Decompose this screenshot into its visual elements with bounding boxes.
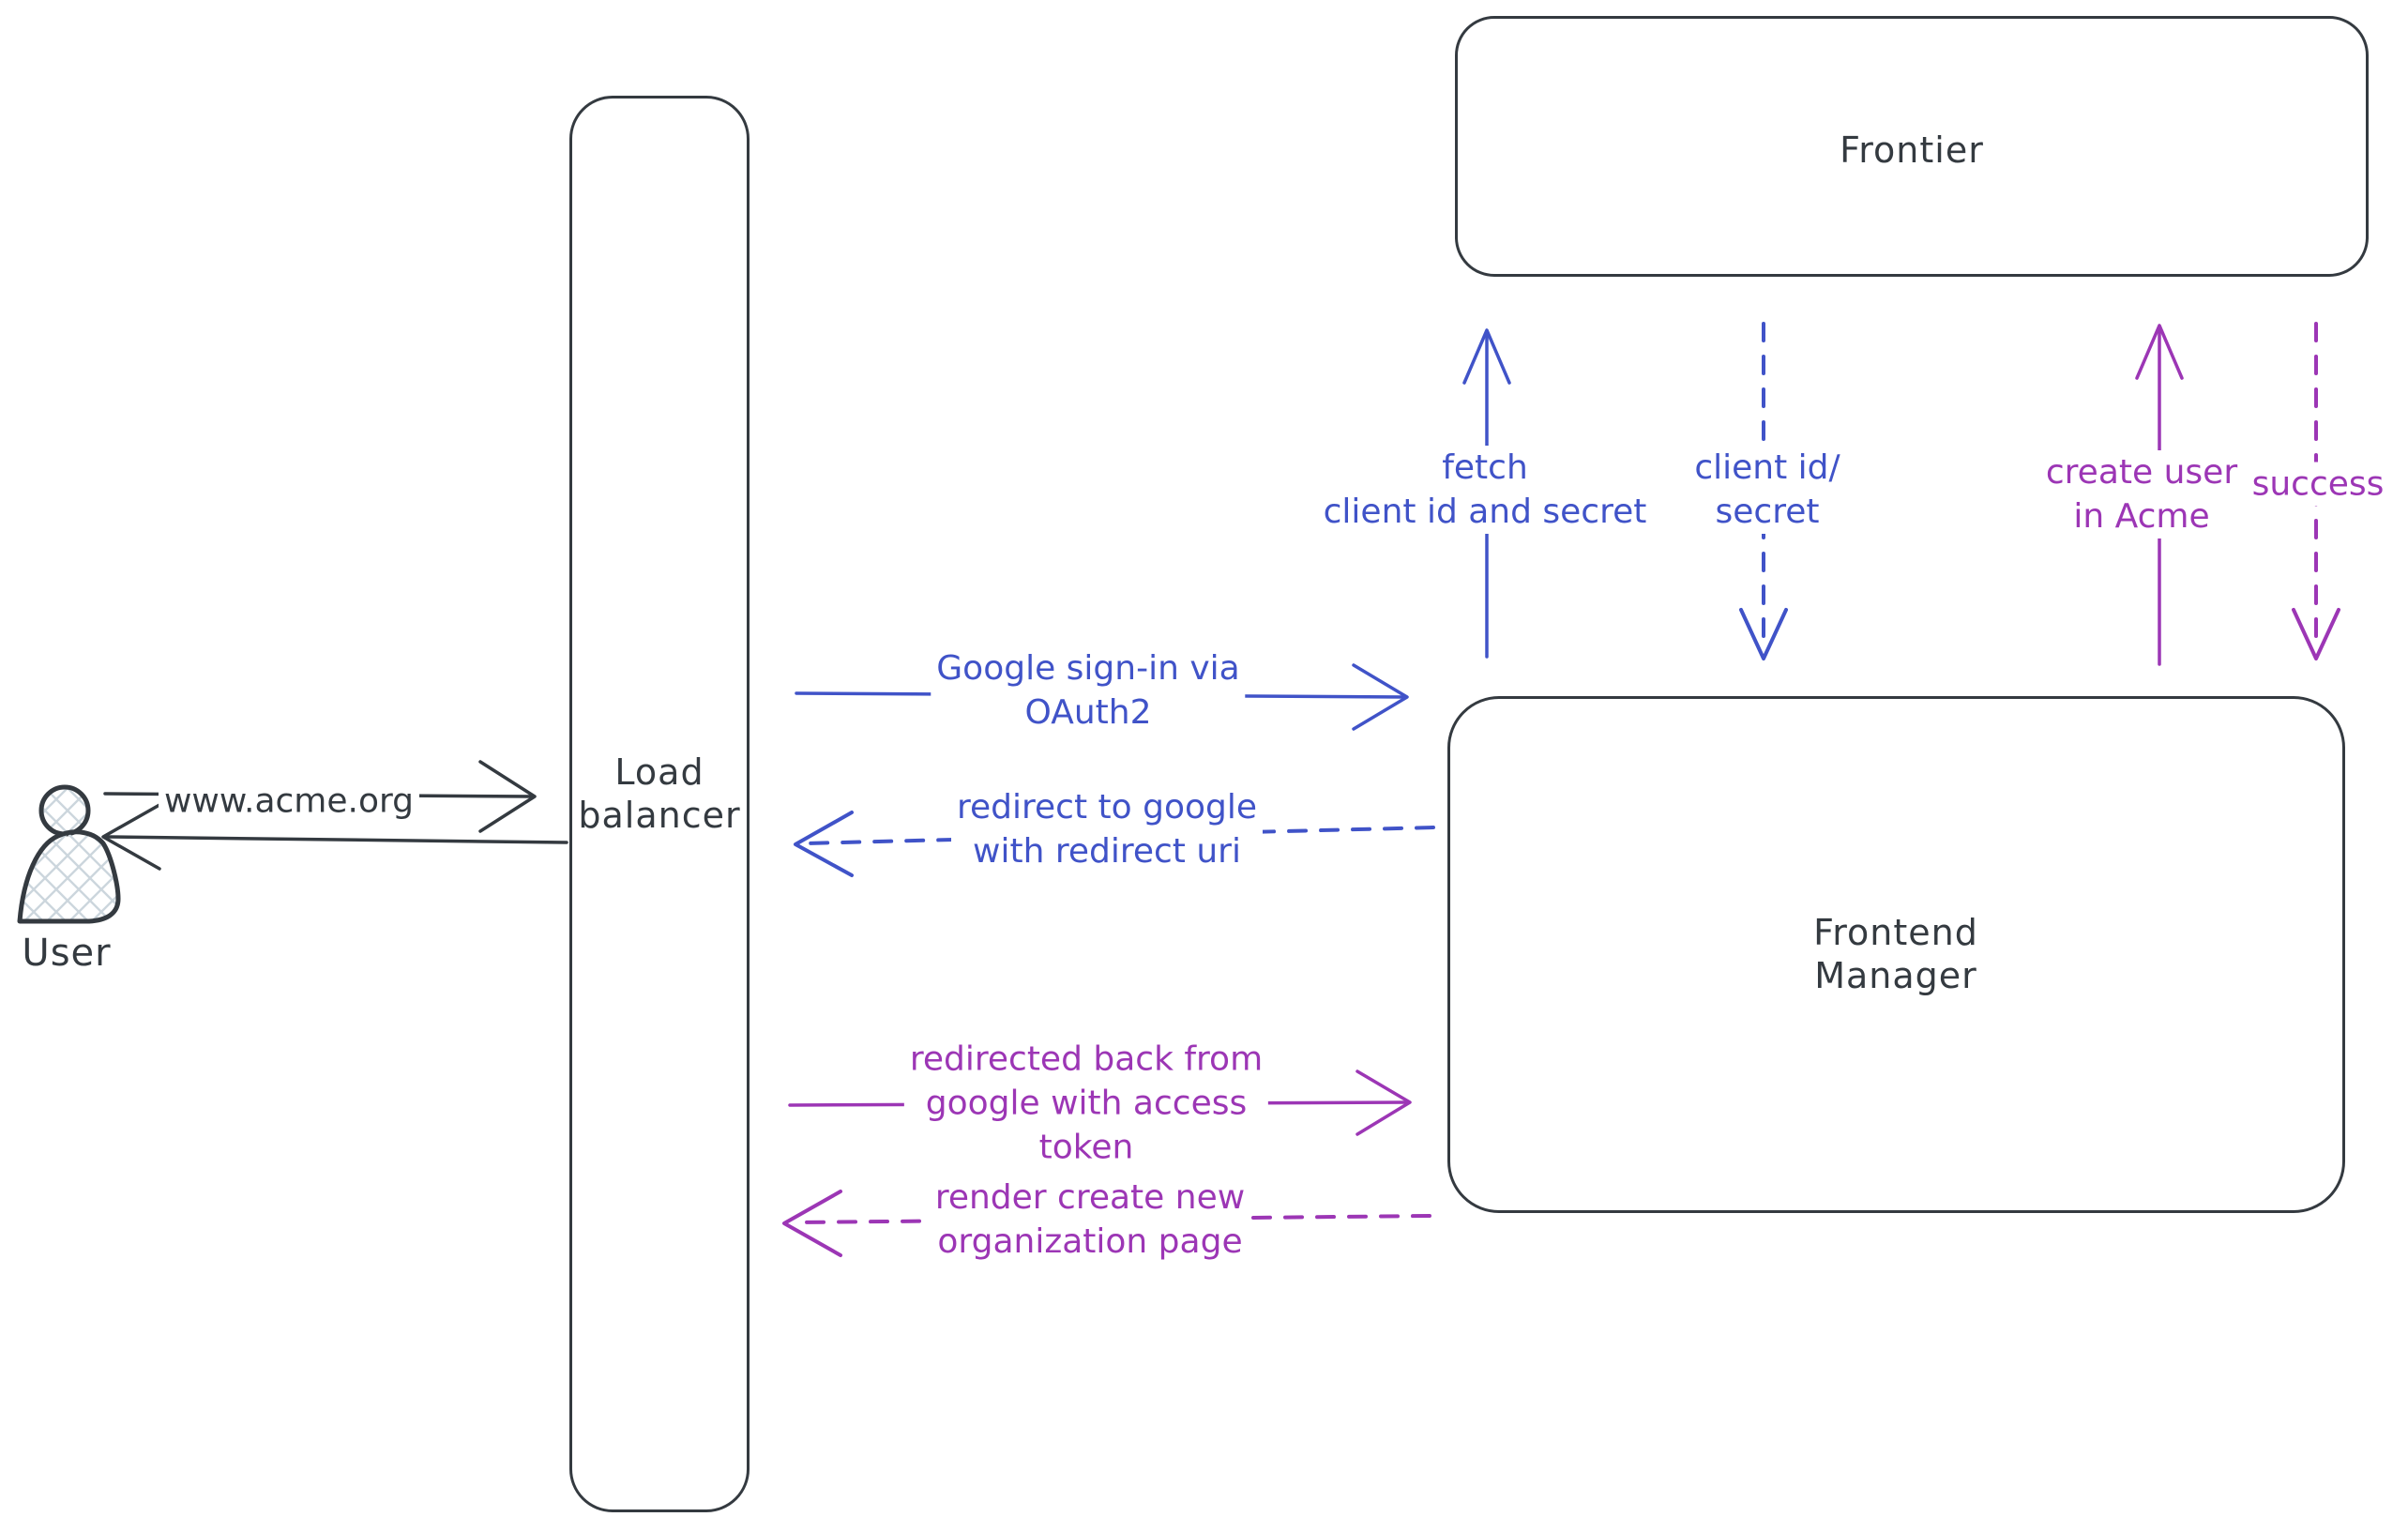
- edge-render-org-page-label-line1: render create new: [934, 1178, 1246, 1217]
- edge-create-user-label-line2: in Acme: [2073, 497, 2210, 536]
- edge-render-org-page-label: render create new organization page: [929, 1176, 1251, 1264]
- edge-google-signin-label-line2: OAuth2: [1024, 693, 1152, 732]
- edge-redirected-back-label-line2: google with access: [925, 1084, 1248, 1123]
- user-label: User: [22, 932, 112, 975]
- edge-redirect-google-label: redirect to google with redirect uri: [950, 785, 1264, 873]
- edge-create-user-label-line1: create user: [2045, 453, 2238, 492]
- edge-fetch-credentials-label-line2: client id and secret: [1323, 493, 1647, 531]
- frontier-label: Frontier: [1840, 129, 1984, 171]
- edge-redirected-back-label: redirected back from google with access …: [903, 1037, 1269, 1170]
- frontend-manager-label: Frontend Manager: [1813, 911, 1978, 997]
- edge-success-arrow: [2292, 322, 2340, 660]
- node-load-balancer: [569, 96, 750, 1512]
- node-frontier: [1455, 16, 2369, 277]
- edge-fetch-credentials-label-line1: fetch: [1442, 448, 1528, 487]
- user-figure: [17, 784, 121, 924]
- edge-client-credentials-label: client id/ secret: [1689, 446, 1846, 534]
- frontend-manager-label-line2: Manager: [1814, 955, 1977, 996]
- node-frontend-manager: [1447, 696, 2345, 1213]
- user-body: [17, 829, 121, 924]
- edge-client-credentials-label-line1: client id/: [1694, 448, 1840, 487]
- edge-redirected-back-label-line3: token: [1038, 1128, 1134, 1167]
- edge-client-credentials-arrow: [1739, 322, 1788, 660]
- edge-google-signin-label: Google sign-in via OAuth2: [931, 646, 1246, 735]
- edge-client-credentials-label-line2: secret: [1715, 493, 1820, 531]
- load-balancer-label: Load balancer: [578, 751, 740, 837]
- edge-lb-to-user-arrow: [101, 803, 568, 871]
- edge-success-label: success: [2246, 462, 2390, 507]
- edge-www-acme-label: www.acme.org: [158, 779, 420, 824]
- edge-create-user-label: create user in Acme: [2039, 450, 2244, 538]
- load-balancer-label-line2: balancer: [578, 795, 741, 836]
- edge-redirected-back-label-line1: redirected back from: [909, 1039, 1264, 1079]
- user-head: [38, 784, 91, 837]
- edge-render-org-page-label-line2: organization page: [937, 1222, 1243, 1261]
- edge-redirect-google-arrow: [794, 811, 1435, 877]
- edge-fetch-credentials-label: fetch client id and secret: [1317, 446, 1653, 534]
- edge-redirect-google-label-line1: redirect to google: [956, 788, 1258, 827]
- load-balancer-label-line1: Load: [614, 751, 704, 793]
- edge-redirect-google-label-line2: with redirect uri: [973, 832, 1241, 871]
- frontend-manager-label-line1: Frontend: [1813, 912, 1978, 953]
- edge-google-signin-label-line1: Google sign-in via: [936, 649, 1240, 688]
